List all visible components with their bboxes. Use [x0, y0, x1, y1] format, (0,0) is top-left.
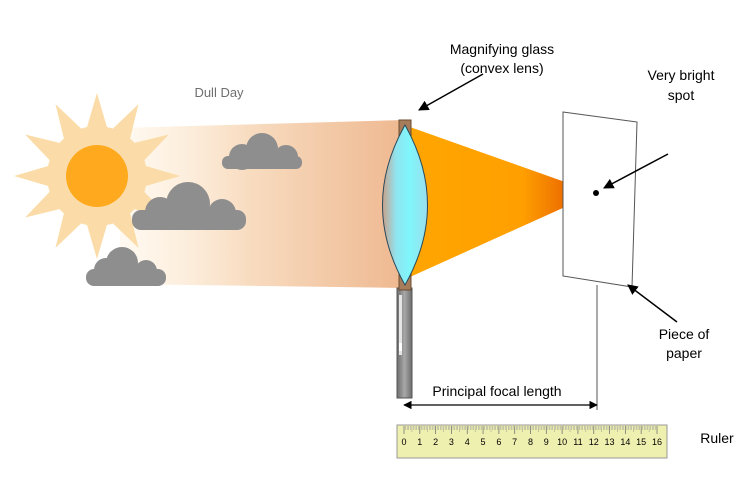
- ruler-number: 11: [573, 437, 582, 447]
- ruler-number: 13: [605, 437, 615, 447]
- incoming-light-beam: [120, 120, 405, 288]
- ruler-number: 9: [544, 437, 549, 447]
- ruler-number: 16: [652, 437, 662, 447]
- ruler-number: 7: [512, 437, 517, 447]
- ruler-number: 14: [620, 437, 630, 447]
- paper-label-arrow: [627, 284, 678, 323]
- spot-label-line1: Very bright: [648, 67, 715, 83]
- paper-label-line1: Piece of: [659, 326, 710, 342]
- ruler-body: [396, 424, 668, 459]
- ruler-number: 3: [449, 437, 454, 447]
- sun-icon: [14, 93, 180, 259]
- ruler-number: 6: [496, 437, 501, 447]
- ruler-number: 15: [636, 437, 646, 447]
- paper-sheet-icon: [562, 111, 638, 288]
- lens-label-line1: Magnifying glass: [450, 41, 554, 57]
- lens-label-arrow: [418, 73, 484, 111]
- cloud-icon: [222, 133, 302, 170]
- paper-label-line2: paper: [666, 345, 702, 361]
- cloud-icon: [132, 182, 246, 230]
- focal-length-label: Principal focal length: [432, 383, 561, 399]
- ruler-number: 10: [557, 437, 567, 447]
- dull-day-label: Dull Day: [194, 85, 244, 100]
- ruler-label: Ruler: [700, 430, 734, 446]
- magnifying-glass-icon: [382, 119, 428, 399]
- spot-label-line2: spot: [668, 87, 695, 103]
- ruler-number: 0: [401, 437, 406, 447]
- spot-label-arrow: [603, 153, 669, 189]
- convex-lens: [382, 123, 428, 287]
- lens-label-line2: (convex lens): [460, 60, 543, 76]
- ruler-number: 8: [528, 437, 533, 447]
- focused-light-cone: [410, 127, 596, 277]
- cloud-icon: [86, 247, 166, 286]
- ruler-number: 1: [417, 437, 422, 447]
- ruler-number: 4: [465, 437, 470, 447]
- bright-spot: [593, 190, 599, 196]
- ruler-number: 12: [589, 437, 599, 447]
- ruler-number: 5: [481, 437, 486, 447]
- ruler-number: 2: [433, 437, 438, 447]
